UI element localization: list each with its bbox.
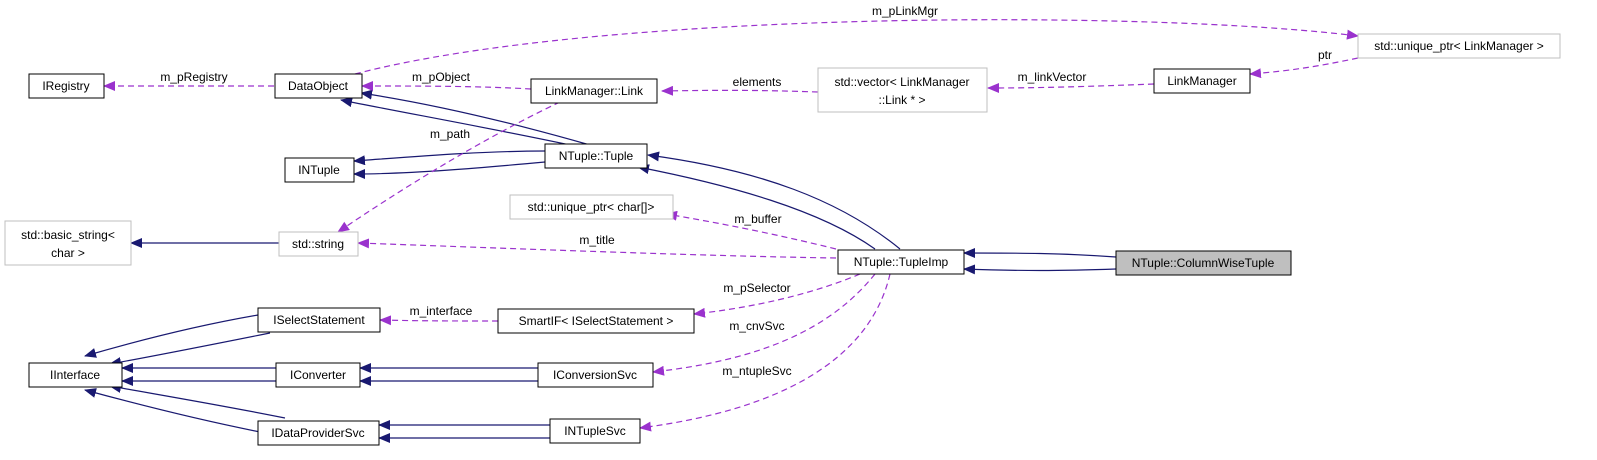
edge-m-path bbox=[337, 101, 561, 233]
edge-tuple-to-intuple-2 bbox=[353, 161, 546, 179]
node-label: NTuple::TupleImp bbox=[854, 255, 949, 269]
edge-tupleimp-to-tuple-1 bbox=[647, 151, 901, 250]
label-m-pselector: m_pSelector bbox=[723, 281, 790, 295]
label-m-ntuplesvc: m_ntupleSvc bbox=[722, 364, 791, 378]
label-m-pregistry: m_pRegistry bbox=[160, 70, 227, 84]
node-label: DataObject bbox=[288, 79, 349, 93]
node-std-vector-link[interactable]: std::vector< LinkManager ::Link * > bbox=[817, 67, 988, 113]
node-ntuple-tupleimp[interactable]: NTuple::TupleImp bbox=[837, 249, 965, 275]
node-std-unique-ptr-linkmanager[interactable]: std::unique_ptr< LinkManager > bbox=[1357, 33, 1561, 59]
node-linkmanager[interactable]: LinkManager bbox=[1153, 68, 1251, 94]
edge-ptr bbox=[1249, 57, 1359, 79]
node-label: INTupleSvc bbox=[564, 424, 626, 438]
edge-tuple-to-dataobject-2 bbox=[340, 97, 571, 146]
edge-idataprovider-to-iinterface-1 bbox=[109, 383, 286, 419]
edge-m-linkvector bbox=[987, 82, 1155, 93]
node-dataobject[interactable]: DataObject bbox=[274, 73, 363, 99]
node-smartif-iselectstatement[interactable]: SmartIF< ISelectStatement > bbox=[497, 308, 695, 334]
node-label: LinkManager::Link bbox=[545, 84, 644, 98]
label-m-path: m_path bbox=[430, 127, 470, 141]
node-label-line1: std::vector< LinkManager bbox=[834, 75, 969, 89]
edge-elements bbox=[661, 85, 819, 96]
node-std-basic-string[interactable]: std::basic_string< char > bbox=[4, 220, 132, 266]
node-intuple[interactable]: INTuple bbox=[284, 157, 355, 183]
label-m-plinkmgr: m_pLinkMgr bbox=[872, 4, 938, 18]
node-intuplesvc[interactable]: INTupleSvc bbox=[549, 418, 641, 444]
inheritance-edges bbox=[84, 89, 1117, 443]
label-m-cnvsvc: m_cnvSvc bbox=[729, 319, 784, 333]
edge-labels: m_pLinkMgr m_pRegistry m_pObject element… bbox=[160, 4, 1332, 378]
node-label: IDataProviderSvc bbox=[271, 426, 364, 440]
edge-m-plinkmgr bbox=[354, 19, 1359, 75]
nodes: NTuple::ColumnWiseTuple NTuple::TupleImp… bbox=[4, 33, 1561, 446]
edge-iselect-to-iinterface-1 bbox=[84, 314, 259, 358]
node-linkmanager-link[interactable]: LinkManager::Link bbox=[530, 78, 658, 104]
node-iselectstatement[interactable]: ISelectStatement bbox=[257, 307, 381, 333]
node-label: IInterface bbox=[50, 368, 100, 382]
edge-m-cnvsvc bbox=[652, 273, 876, 376]
label-m-linkvector: m_linkVector bbox=[1018, 70, 1087, 84]
node-iinterface[interactable]: IInterface bbox=[28, 362, 123, 388]
node-ntuple-tuple[interactable]: NTuple::Tuple bbox=[544, 143, 648, 169]
node-std-unique-ptr-char[interactable]: std::unique_ptr< char[]> bbox=[509, 194, 674, 220]
label-m-interface: m_interface bbox=[410, 304, 473, 318]
label-elements: elements bbox=[733, 75, 782, 89]
edge-columnwise-to-tupleimp-2 bbox=[963, 264, 1117, 275]
node-label: NTuple::Tuple bbox=[559, 149, 634, 163]
node-iconversionsvc[interactable]: IConversionSvc bbox=[537, 362, 654, 388]
edge-m-buffer bbox=[665, 210, 837, 250]
node-label: LinkManager bbox=[1167, 74, 1236, 88]
edge-m-interface bbox=[379, 315, 499, 326]
node-label: INTuple bbox=[298, 163, 340, 177]
node-label-line1: std::basic_string< bbox=[21, 228, 115, 242]
node-label: IConversionSvc bbox=[553, 368, 637, 382]
edge-tuple-to-intuple-1 bbox=[353, 150, 546, 166]
node-label: NTuple::ColumnWiseTuple bbox=[1132, 256, 1275, 270]
edge-idataprovider-to-iinterface-2 bbox=[84, 388, 261, 433]
node-label: ISelectStatement bbox=[273, 313, 365, 327]
node-ntuple-columnwisetuple[interactable]: NTuple::ColumnWiseTuple bbox=[1115, 250, 1292, 276]
node-label: IRegistry bbox=[42, 79, 89, 93]
node-label: std::string bbox=[292, 237, 344, 251]
node-label-line2: ::Link * > bbox=[878, 93, 925, 107]
node-std-string[interactable]: std::string bbox=[278, 231, 359, 257]
label-m-title: m_title bbox=[579, 233, 615, 247]
node-iregistry[interactable]: IRegistry bbox=[28, 73, 105, 99]
edge-tuple-to-dataobject-1 bbox=[360, 89, 591, 146]
edge-m-pselector bbox=[693, 273, 861, 318]
node-idataprovidersvc[interactable]: IDataProviderSvc bbox=[257, 420, 380, 446]
node-label: SmartIF< ISelectStatement > bbox=[519, 314, 674, 328]
node-label: std::unique_ptr< LinkManager > bbox=[1374, 39, 1543, 53]
node-label-line2: char > bbox=[51, 246, 85, 260]
node-label: std::unique_ptr< char[]> bbox=[528, 200, 655, 214]
edge-m-pobject bbox=[361, 81, 532, 92]
edge-tupleimp-to-tuple-2 bbox=[637, 164, 876, 250]
edge-iselect-to-iinterface-2 bbox=[109, 332, 271, 367]
edge-columnwise-to-tupleimp-1 bbox=[963, 248, 1117, 259]
label-ptr: ptr bbox=[1318, 48, 1332, 62]
node-label: IConverter bbox=[290, 368, 346, 382]
edge-m-ntuplesvc bbox=[639, 273, 891, 432]
node-iconverter[interactable]: IConverter bbox=[275, 362, 361, 388]
label-m-pobject: m_pObject bbox=[412, 70, 471, 84]
usage-edges bbox=[103, 19, 1359, 432]
label-m-buffer: m_buffer bbox=[734, 212, 781, 226]
